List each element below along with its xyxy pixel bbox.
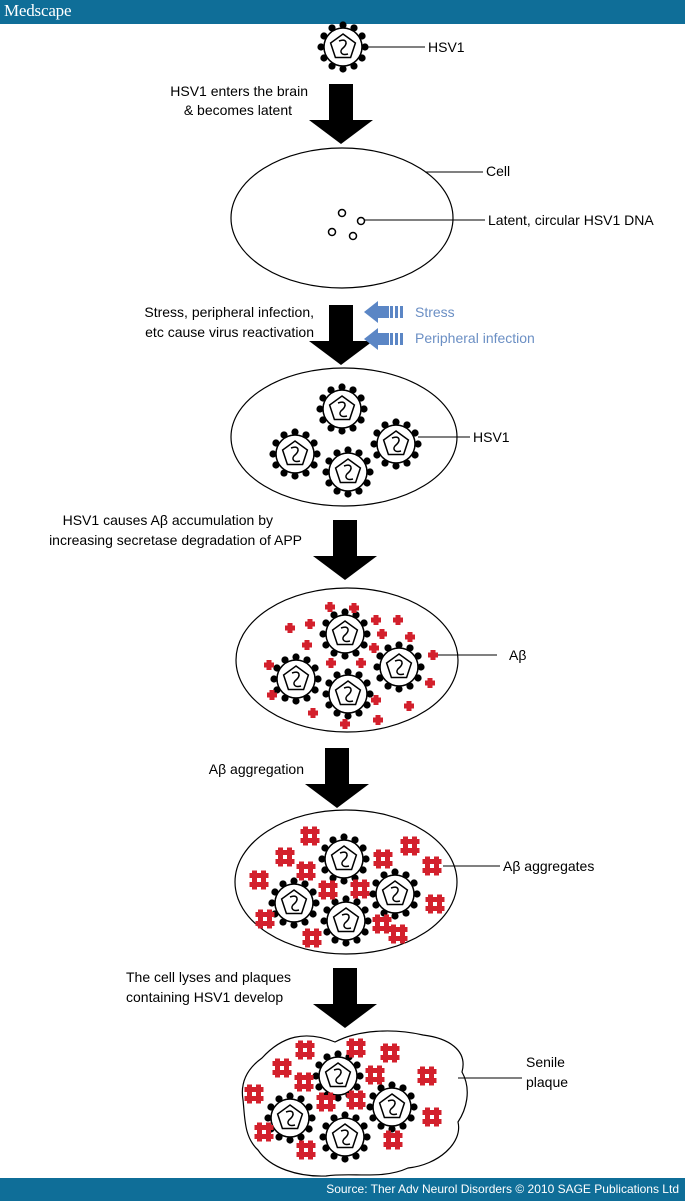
hsv1-virion-icon [316,20,370,74]
source-citation: Source: Ther Adv Neurol Disorders © 2010… [326,1182,679,1196]
footer-bar: Source: Ther Adv Neurol Disorders © 2010… [0,1178,685,1201]
latent-dna-label: Latent, circular HSV1 DNA [488,212,654,228]
latent-dna-circle [337,208,347,218]
latent-dna-circle [356,216,366,226]
medscape-logo[interactable]: Medscape [4,1,72,20]
abeta-label: Aβ [509,647,526,663]
peripheral-infection-label: Peripheral infection [415,330,535,346]
down-arrow-3 [313,520,377,580]
step2-text-line2: etc cause virus reactivation [145,324,314,340]
senile-plaque-label-line1: Senile [526,1054,565,1070]
step1-text-line1: HSV1 enters the brain [170,83,308,99]
cell-label: Cell [486,163,510,179]
down-arrow-2 [309,305,373,365]
header-bar: Medscape [0,0,685,24]
hsv1-label: HSV1 [428,39,465,55]
step4-text: Aβ aggregation [209,761,304,777]
step3-text-line2: increasing secretase degradation of APP [49,532,302,548]
stress-label: Stress [415,304,455,320]
down-arrow-5 [313,968,377,1028]
step1-text-line2: & becomes latent [184,102,292,118]
step5-text-line2: containing HSV1 develop [126,989,283,1005]
down-arrow-4 [305,748,369,808]
latent-dna-circle [327,227,337,237]
hsv1-cell-label: HSV1 [473,429,510,445]
step5-text-line1: The cell lyses and plaques [126,969,291,985]
down-arrow-1 [309,84,373,144]
step2-text-line1: Stress, peripheral infection, [144,304,314,320]
latent-dna-circle [348,231,358,241]
senile-plaque-label-line2: plaque [526,1074,568,1090]
abeta-aggregates-label: Aβ aggregates [503,858,594,874]
peripheral-infection-input-arrow-icon [364,328,403,350]
cell-ellipse [230,147,454,289]
stress-input-arrow-icon [364,301,403,323]
step3-text-line1: HSV1 causes Aβ accumulation by [63,512,273,528]
